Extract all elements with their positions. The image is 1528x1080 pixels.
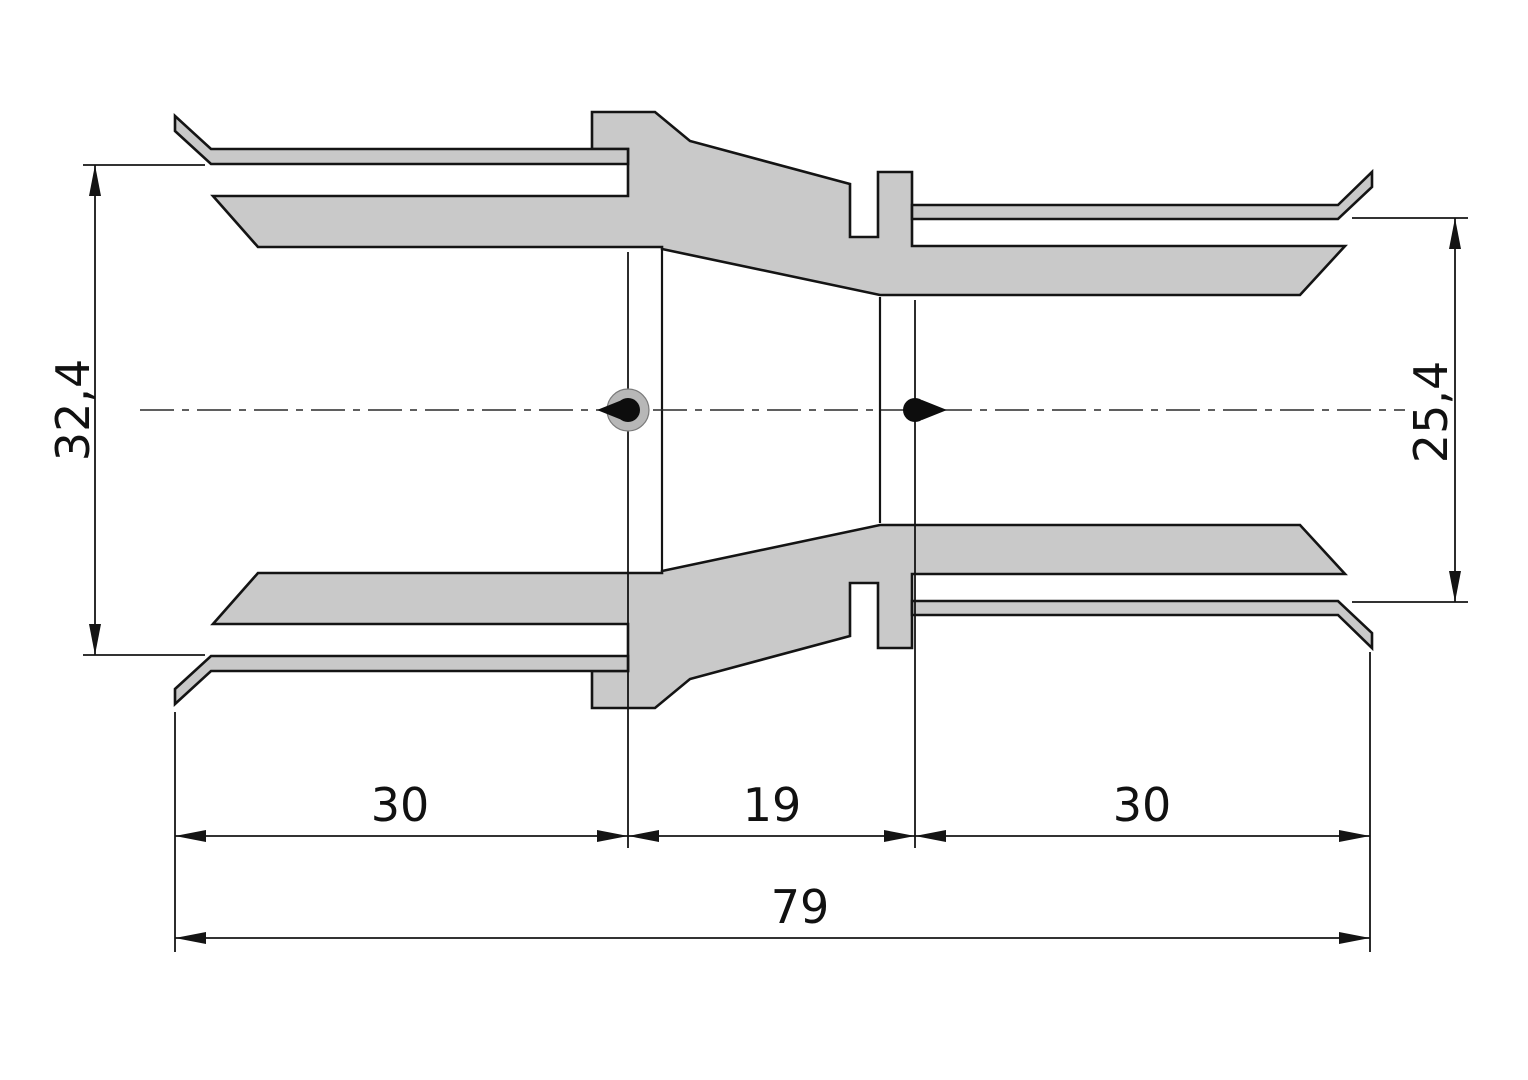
arrowhead-down-icon (1449, 571, 1461, 602)
dimension-text-right-diameter: 25,4 (1404, 361, 1458, 463)
fitting-body-lower-section (210, 523, 1348, 710)
arrowhead-right-icon (1339, 932, 1370, 944)
dimension-text-left-diameter: 32,4 (46, 359, 100, 461)
arrowhead-left-icon (175, 932, 206, 944)
right-press-sleeve-upper (910, 168, 1374, 221)
arrowhead-up-icon (89, 165, 101, 196)
dimension-text-segment-middle: 19 (743, 778, 802, 832)
arrowhead-down-icon (89, 624, 101, 655)
arrowhead-right-icon (1339, 830, 1370, 842)
arrowhead-left-icon (915, 830, 946, 842)
left-press-sleeve-upper (173, 113, 630, 166)
arrowhead-right-icon (597, 830, 628, 842)
arrowhead-left-icon (175, 830, 206, 842)
right-press-sleeve-lower (910, 599, 1374, 652)
arrowhead-up-icon (1449, 218, 1461, 249)
arrowhead-right-icon (884, 830, 915, 842)
marker-dot (903, 398, 927, 422)
arrow-right-icon (922, 400, 947, 420)
left-press-sleeve-lower (173, 654, 630, 707)
dimension-text-overall-length: 79 (771, 880, 830, 934)
arrowhead-left-icon (628, 830, 659, 842)
fitting-body-upper-section (210, 110, 1348, 297)
flow-marker-left (597, 388, 650, 432)
arrow-left-icon (597, 400, 622, 420)
flow-marker-right (903, 398, 947, 422)
dimension-text-segment-left: 30 (371, 778, 430, 832)
dimension-text-segment-right: 30 (1113, 778, 1172, 832)
